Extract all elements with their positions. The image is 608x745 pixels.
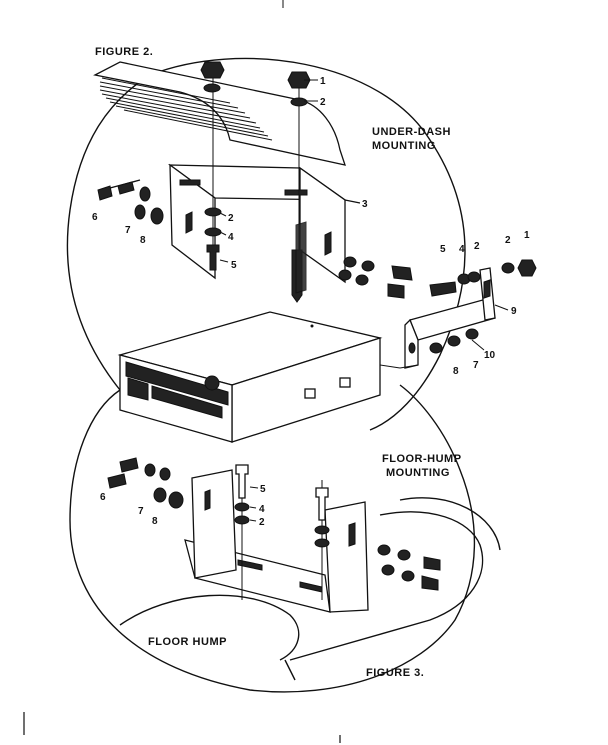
callout-2-center: 2 <box>228 213 234 224</box>
under-dash-bracket <box>167 70 361 303</box>
left-hardware-bottom <box>107 457 184 509</box>
callout-2-top: 2 <box>320 97 326 108</box>
callout-4-center: 4 <box>228 232 234 243</box>
callout-6-top: 6 <box>92 212 98 223</box>
callouts-top: 1 2 3 2 4 5 6 7 8 <box>92 76 368 271</box>
callouts-right: 5 4 2 2 1 9 10 7 8 <box>440 230 530 377</box>
dashboard-panel <box>93 61 346 166</box>
callout-1-right: 1 <box>524 230 530 241</box>
callout-5-right: 5 <box>440 244 446 255</box>
caption-under-dash-line2: MOUNTING <box>372 140 436 152</box>
top-hardware <box>200 61 311 271</box>
right-hardware-bottom <box>377 544 441 591</box>
callout-4-bottom: 4 <box>259 504 265 515</box>
callout-5-center: 5 <box>231 260 237 271</box>
radio-unit <box>117 311 401 443</box>
callout-2-right-b: 2 <box>505 235 511 246</box>
callout-10: 10 <box>484 350 496 361</box>
callout-3: 3 <box>362 199 368 210</box>
left-hardware-top <box>97 179 164 225</box>
callout-2-bottom: 2 <box>259 517 265 528</box>
under-dash-circle <box>66 57 466 431</box>
callout-8-top: 8 <box>140 235 146 246</box>
floor-hump-bracket <box>184 464 369 613</box>
floor-hump-surface <box>119 497 501 681</box>
callout-5-bottom: 5 <box>260 484 266 495</box>
caption-figure-2: FIGURE 2. <box>95 46 153 58</box>
caption-floor-hump-mounting-line2: MOUNTING <box>386 467 450 479</box>
caption-floor-hump-mounting-line1: FLOOR-HUMP <box>382 453 462 465</box>
callout-8-right: 8 <box>453 366 459 377</box>
side-bracket <box>399 259 537 369</box>
bracket-side-hardware <box>295 221 413 299</box>
callout-6-bottom: 6 <box>100 492 106 503</box>
callout-1-top: 1 <box>320 76 326 87</box>
callout-7-right: 7 <box>473 360 479 371</box>
callout-2-right-a: 2 <box>474 241 480 252</box>
caption-floor-hump: FLOOR HUMP <box>148 636 227 648</box>
floor-hump-circle <box>69 384 476 693</box>
callout-9: 9 <box>511 306 517 317</box>
callout-7-top: 7 <box>125 225 131 236</box>
callouts-bottom: 5 4 2 6 7 8 <box>100 484 266 528</box>
callout-4-right: 4 <box>459 244 465 255</box>
callout-8-bottom: 8 <box>152 516 158 527</box>
callout-7-bottom: 7 <box>138 506 144 517</box>
caption-under-dash-line1: UNDER-DASH <box>372 126 451 138</box>
caption-figure-3: FIGURE 3. <box>366 667 424 679</box>
